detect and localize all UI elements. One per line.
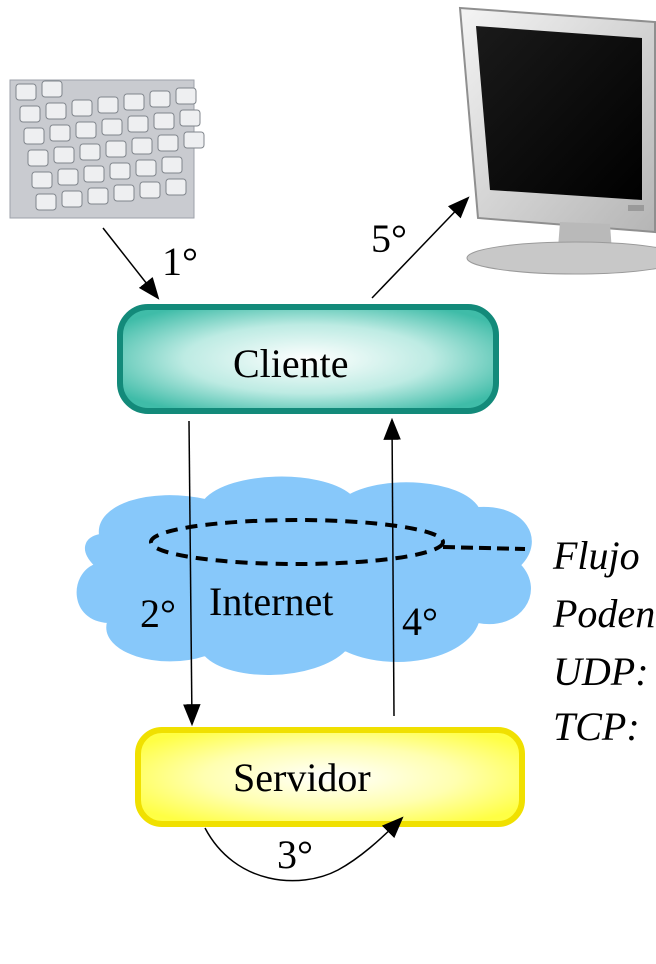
keyboard-key (183, 131, 205, 149)
keyboard-key (127, 115, 149, 133)
keyboard-icon (9, 79, 205, 219)
keyboard-key (105, 140, 127, 158)
step-4-label: 4° (402, 599, 438, 644)
keyboard-key (31, 171, 53, 189)
keyboard-key (19, 105, 41, 123)
arrow-step-2 (183, 420, 201, 727)
keyboard-key (41, 80, 63, 98)
internet-cloud (76, 476, 532, 675)
keyboard-key (135, 159, 157, 177)
step-1-label: 1° (162, 239, 198, 284)
keyboard-key (87, 187, 109, 205)
keyboard-key (179, 109, 201, 127)
step-3-label: 3° (277, 832, 313, 877)
keyboard-key (75, 121, 97, 139)
keyboard-key (97, 96, 119, 114)
keyboard-key (49, 124, 71, 142)
keyboard-key (79, 143, 101, 161)
monitor-icon (458, 6, 656, 275)
keyboard-key (161, 156, 183, 174)
keyboard-key (35, 193, 57, 211)
keyboard-key (113, 184, 135, 202)
client-node (117, 304, 499, 414)
keyboard-key (71, 99, 93, 117)
keyboard-key (15, 83, 37, 101)
keyboard-key (165, 178, 187, 196)
arrow-step-5 (371, 196, 470, 299)
internet-label: Internet (209, 579, 334, 624)
note-line-3: UDP: (553, 649, 649, 694)
step-5-label: 5° (371, 216, 407, 261)
step-2-label: 2° (140, 591, 176, 636)
keyboard-key (23, 127, 45, 145)
arrow-step-4 (383, 417, 401, 717)
keyboard-key (123, 93, 145, 111)
keyboard-key (109, 162, 131, 180)
client-label: Cliente (233, 341, 349, 386)
keyboard-key (101, 118, 123, 136)
keyboard-key (27, 149, 49, 167)
flow-highlight (149, 518, 526, 566)
note-line-2: Poden (553, 591, 656, 636)
note-line-1: Flujo (553, 533, 640, 578)
keyboard-key (57, 168, 79, 186)
keyboard-key (157, 134, 179, 152)
keyboard-key (53, 146, 75, 164)
keyboard-key (149, 90, 171, 108)
arrow-step-3 (204, 816, 404, 882)
keyboard-key (131, 137, 153, 155)
keyboard-key (61, 190, 83, 208)
arrow-step-1 (102, 227, 160, 300)
keyboard-key (45, 102, 67, 120)
note-line-4: TCP: (553, 704, 640, 749)
server-label: Servidor (233, 755, 371, 800)
keyboard-key (139, 181, 161, 199)
keyboard-key (83, 165, 105, 183)
keyboard-key (153, 112, 175, 130)
keyboard-key (175, 87, 197, 105)
server-node (135, 727, 525, 827)
